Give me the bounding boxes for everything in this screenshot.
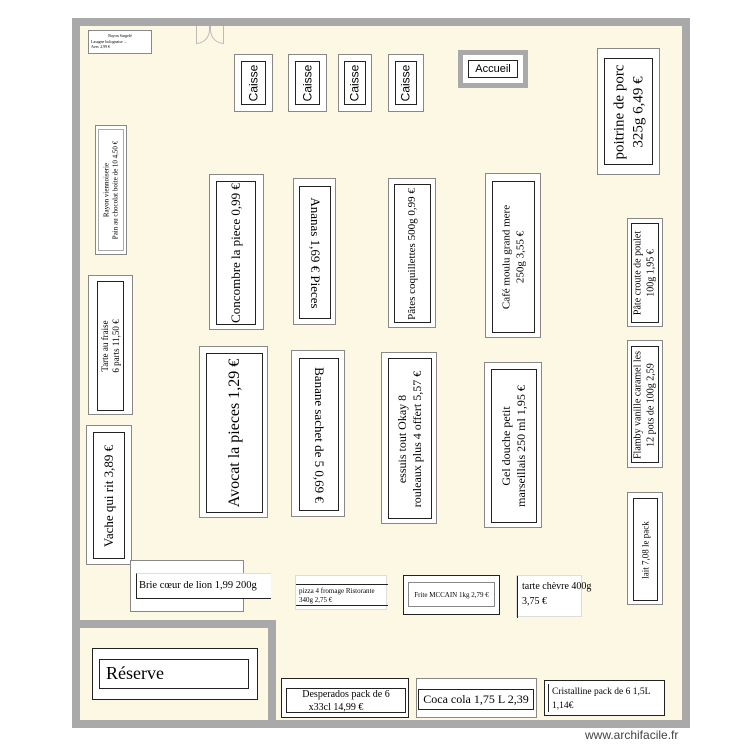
shelf-concombre: Concombre la piece 0,99 €: [209, 174, 264, 330]
label-line: Rayon viennoiserie: [102, 162, 111, 218]
coca-label: Coca cola 1,75 L 2,39: [418, 689, 534, 710]
label-line: Tarte au fraise: [99, 320, 110, 372]
caisse-label: Caisse: [398, 64, 413, 102]
caisse-2: Caisse: [288, 54, 327, 112]
brie-label: Brie cœur de lion 1,99 200g: [136, 573, 271, 599]
label-line: essuis tout Okay 8: [395, 394, 409, 483]
concombre-label: Concombre la piece 0,99 €: [227, 183, 243, 323]
reserve-label: Réserve: [99, 659, 249, 689]
label-line: Café moulu grand mere: [499, 204, 512, 310]
vache-label: Vache qui rit 3,89 €: [100, 444, 116, 547]
label-line: marseillais 250 ml 1,95 €: [514, 385, 528, 507]
label-line: Gel douche petit: [499, 406, 513, 486]
sign-surgele: Rayon Surgelé Lasagne bolognaise ... Ave…: [88, 30, 152, 54]
sign-line: Lasagne bolognaise ...: [91, 38, 127, 44]
caisse-label: Caisse: [300, 64, 314, 102]
pates-label: Pâtes coquillettes 500g 0,99 €: [405, 187, 418, 320]
caisse-3: Caisse: [338, 54, 372, 112]
label-line: pizza 4 fromage Ristorante: [299, 587, 375, 595]
shelf-brie: Brie cœur de lion 1,99 200g: [130, 560, 271, 612]
sign-line: Avec 2,99 €: [91, 44, 111, 50]
label-line: Pâte croute de poulet: [632, 230, 644, 316]
shelf-ananas: Ananas 1,69 € Pieces: [293, 178, 336, 325]
label-line: Desperados pack de 6: [302, 689, 390, 700]
label-line: Cristalline pack de 6 1,5L: [552, 687, 651, 697]
tarte-chevre-label: tarte chèvre 400g 3,75 €: [517, 576, 591, 618]
caisse-label: Caisse: [246, 64, 260, 102]
accueil-label: Accueil: [468, 60, 518, 78]
shelf-banane: Banane sachet de 5 0,69 €: [291, 350, 345, 517]
shelf-vache-qui-rit: Vache qui rit 3,89 €: [86, 425, 132, 565]
label-line: 1,14€: [552, 700, 574, 711]
label-line: rouleaux plus 4 offert 5,57 €: [410, 370, 424, 507]
watermark: www.archifacile.fr: [585, 728, 679, 742]
shelf-pates: Pâtes coquillettes 500g 0,99 €: [388, 178, 436, 328]
accueil: Accueil: [458, 50, 528, 88]
shelf-avocat: Avocat la pieces 1,29 €: [199, 346, 268, 518]
shelf-cristalline: Cristalline pack de 6 1,5L 1,14€: [544, 680, 665, 716]
cristalline-label: Cristalline pack de 6 1,5L 1,14€: [548, 684, 663, 712]
label-line: Pain au chocolat boite de 10 4,50 €: [111, 140, 119, 240]
label-line: poitrine de porc: [610, 64, 627, 159]
ananas-label: Ananas 1,69 € Pieces: [308, 196, 324, 309]
label-line: Flamby vanille caramel les: [632, 350, 644, 459]
shelf-lait: lait 7,08 le pack: [627, 492, 663, 605]
sign-line: Rayon Surgelé: [108, 33, 132, 38]
avocat-label: Avocat la pieces 1,29 €: [225, 358, 243, 508]
label-line: 3,75 €: [522, 596, 547, 607]
frite-label: Frite MCCAIN 1kg 2,79 €: [408, 582, 495, 607]
shelf-coca: Coca cola 1,75 L 2,39: [416, 678, 537, 718]
label-line: x33cl 14,99 €: [308, 701, 364, 713]
label-line: 325g 6,49 €: [629, 75, 646, 148]
label-line: 100g 1,95 €: [645, 249, 656, 297]
shelf-frite: Frite MCCAIN 1kg 2,79 €: [403, 575, 500, 615]
banane-label: Banane sachet de 5 0,69 €: [312, 366, 328, 503]
caisse-label: Caisse: [347, 64, 362, 102]
caisse-4: Caisse: [388, 54, 424, 112]
label-line: 12 pots de 100g 2,59: [645, 362, 656, 447]
label-line: 250g 3,55 €: [513, 230, 526, 284]
caisse-1: Caisse: [234, 54, 273, 112]
label-line: 6 parts 11,50 €: [110, 319, 121, 373]
label-line: 340g 2,75 €: [299, 596, 333, 605]
lait-label: lait 7,08 le pack: [639, 520, 650, 579]
shelf-tarte-chevre: tarte chèvre 400g 3,75 €: [516, 575, 591, 618]
label-line: tarte chèvre 400g: [522, 581, 592, 592]
reserve-area: Réserve: [92, 648, 258, 700]
